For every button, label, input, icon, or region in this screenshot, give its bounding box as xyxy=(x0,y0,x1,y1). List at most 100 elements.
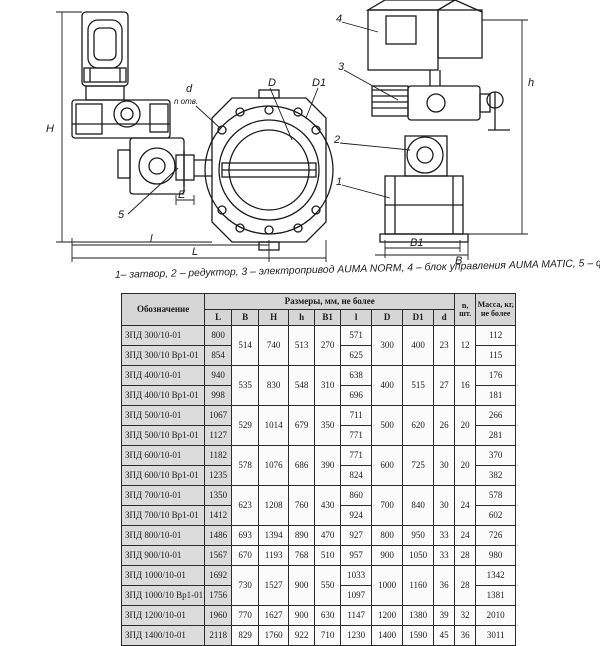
column-header-d: d xyxy=(433,309,456,326)
cell-d: 1200 xyxy=(371,605,404,626)
dim-label-B: B xyxy=(455,255,462,267)
cell-l: 860 xyxy=(340,485,373,506)
cell-l: 1960 xyxy=(204,605,233,626)
cell-h: 830 xyxy=(258,365,290,406)
cell-n: 24 xyxy=(454,485,477,526)
cell-b: 529 xyxy=(231,405,260,446)
cell-b: 514 xyxy=(231,325,260,366)
cell-b1: 550 xyxy=(314,565,342,606)
cell-l: 824 xyxy=(340,465,373,486)
cell-l: 927 xyxy=(340,525,373,546)
cell-l: 854 xyxy=(204,345,233,366)
column-header-B: B xyxy=(231,309,260,326)
cell-d: 1000 xyxy=(371,565,404,606)
cell-b: 535 xyxy=(231,365,260,406)
cell-mass: 382 xyxy=(475,465,517,486)
cell-d1: 1160 xyxy=(402,565,435,606)
cell-l: 957 xyxy=(340,545,373,566)
cell-d: 700 xyxy=(371,485,404,526)
cell-h: 513 xyxy=(288,325,316,366)
column-header-B1: B1 xyxy=(314,309,342,326)
cell-name: ЗПД 700/10 Вр1-01 xyxy=(120,505,206,526)
cell-d1: 515 xyxy=(402,365,435,406)
cell-n: 32 xyxy=(454,605,477,626)
cell-l: 638 xyxy=(340,365,373,386)
cell-name: ЗПД 900/10-01 xyxy=(120,545,206,566)
dim-label-h: h xyxy=(528,77,534,89)
cell-name: ЗПД 1400/10-01 xyxy=(120,625,206,646)
cell-mass: 602 xyxy=(475,505,517,526)
cell-name: ЗПД 600/10-01 xyxy=(120,445,206,466)
cell-n: 16 xyxy=(454,365,477,406)
cell-mass: 2010 xyxy=(475,605,517,626)
cell-b1: 510 xyxy=(314,545,342,566)
cell-h: 679 xyxy=(288,405,316,446)
cell-h: 1394 xyxy=(258,525,290,546)
cell-b: 623 xyxy=(231,485,260,526)
cell-b: 670 xyxy=(231,545,260,566)
cell-d: 45 xyxy=(433,625,456,646)
cell-h: 1208 xyxy=(258,485,290,526)
cell-l: 771 xyxy=(340,445,373,466)
cell-h: 740 xyxy=(258,325,290,366)
cell-l: 711 xyxy=(340,405,373,426)
cell-l: 1756 xyxy=(204,585,233,606)
cell-d: 33 xyxy=(433,545,456,566)
cell-l: 1033 xyxy=(340,565,373,586)
cell-name: ЗПД 400/10 Вр1-01 xyxy=(120,385,206,406)
valve-drawing: H l L d n отв. D D1 E B1 B h 4 3 2 1 5 xyxy=(46,0,534,267)
cell-l: 1127 xyxy=(204,425,233,446)
cell-l: 1097 xyxy=(340,585,373,606)
cell-d: 300 xyxy=(371,325,404,366)
cell-name: ЗПД 1000/10 Вр1-01 xyxy=(120,585,206,606)
cell-mass: 176 xyxy=(475,365,517,386)
cell-name: ЗПД 300/10-01 xyxy=(120,325,206,346)
cell-name: ЗПД 500/10-01 xyxy=(120,405,206,426)
front-actuator xyxy=(71,11,212,195)
dim-label-n-otv: n отв. xyxy=(174,97,198,106)
cell-l: 998 xyxy=(204,385,233,406)
callout-3: 3 xyxy=(338,61,345,73)
cell-d1: 725 xyxy=(402,445,435,486)
cell-d: 1400 xyxy=(371,625,404,646)
column-header-name: Обозначение xyxy=(120,293,206,326)
cell-b1: 470 xyxy=(314,525,342,546)
column-header-mass: Масса, кг, не более xyxy=(475,293,517,326)
cell-mass: 281 xyxy=(475,425,517,446)
cell-l: 1486 xyxy=(204,525,233,546)
table-subheader-row: L B H h B1 l D D1 d xyxy=(122,309,516,326)
dimensions-table: Обозначение Размеры, мм, не более n, шт.… xyxy=(120,293,517,646)
cell-d1: 1590 xyxy=(402,625,435,646)
cell-h: 1193 xyxy=(258,545,290,566)
cell-l: 1567 xyxy=(204,545,233,566)
column-group-dimensions: Размеры, мм, не более xyxy=(204,293,456,310)
cell-l: 1182 xyxy=(204,445,233,466)
callout-2: 2 xyxy=(333,134,340,146)
cell-l: 625 xyxy=(340,345,373,366)
cell-name: ЗПД 1000/10-01 xyxy=(120,565,206,586)
cell-mass: 112 xyxy=(475,325,517,346)
cell-b1: 270 xyxy=(314,325,342,366)
column-header-n: n, шт. xyxy=(454,293,477,326)
cell-d: 36 xyxy=(433,565,456,606)
cell-mass: 980 xyxy=(475,545,517,566)
cell-h: 760 xyxy=(288,485,316,526)
cell-d: 500 xyxy=(371,405,404,446)
cell-name: ЗПД 1200/10-01 xyxy=(120,605,206,626)
cell-h: 890 xyxy=(288,525,316,546)
cell-n: 20 xyxy=(454,445,477,486)
cell-mass: 1342 xyxy=(475,565,517,586)
cell-n: 12 xyxy=(454,325,477,366)
cell-l: 1692 xyxy=(204,565,233,586)
cell-mass: 181 xyxy=(475,385,517,406)
